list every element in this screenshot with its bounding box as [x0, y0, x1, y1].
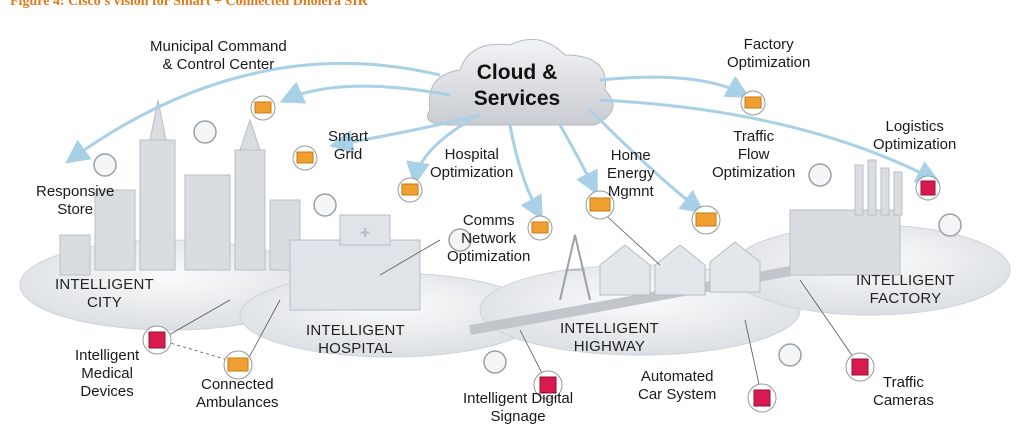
node-hospital: [397, 177, 423, 203]
node-home-energy: [585, 190, 615, 220]
node-traffic-flow: [691, 205, 721, 235]
svg-text:+: +: [360, 225, 369, 242]
cloud-title: Cloud & Services: [473, 61, 561, 110]
node-smart-grid: [292, 145, 318, 171]
node-factory: [740, 90, 766, 116]
factory-building: [789, 159, 903, 276]
connection-arrows: [65, 61, 941, 221]
orange-nodes: [223, 90, 766, 380]
cloud-shape: [427, 38, 614, 126]
sensor-nodes: [93, 120, 962, 374]
node-ambulances: [223, 350, 253, 380]
label-municipal: Municipal Command& Control Center: [150, 38, 287, 73]
red-nodes: [142, 175, 941, 413]
node-signage: [533, 370, 563, 400]
city-buildings: [59, 99, 301, 276]
node-municipal: [250, 95, 276, 121]
hospital-building: +: [289, 214, 421, 311]
node-comms: [527, 215, 553, 241]
node-cameras: [845, 352, 875, 382]
node-car-system: [747, 383, 777, 413]
highway-houses: [559, 234, 761, 301]
node-logistics: [915, 175, 941, 201]
node-medical: [142, 325, 172, 355]
figure-caption: Figure 4: Cisco's vision for Smart + Con…: [10, 0, 368, 9]
